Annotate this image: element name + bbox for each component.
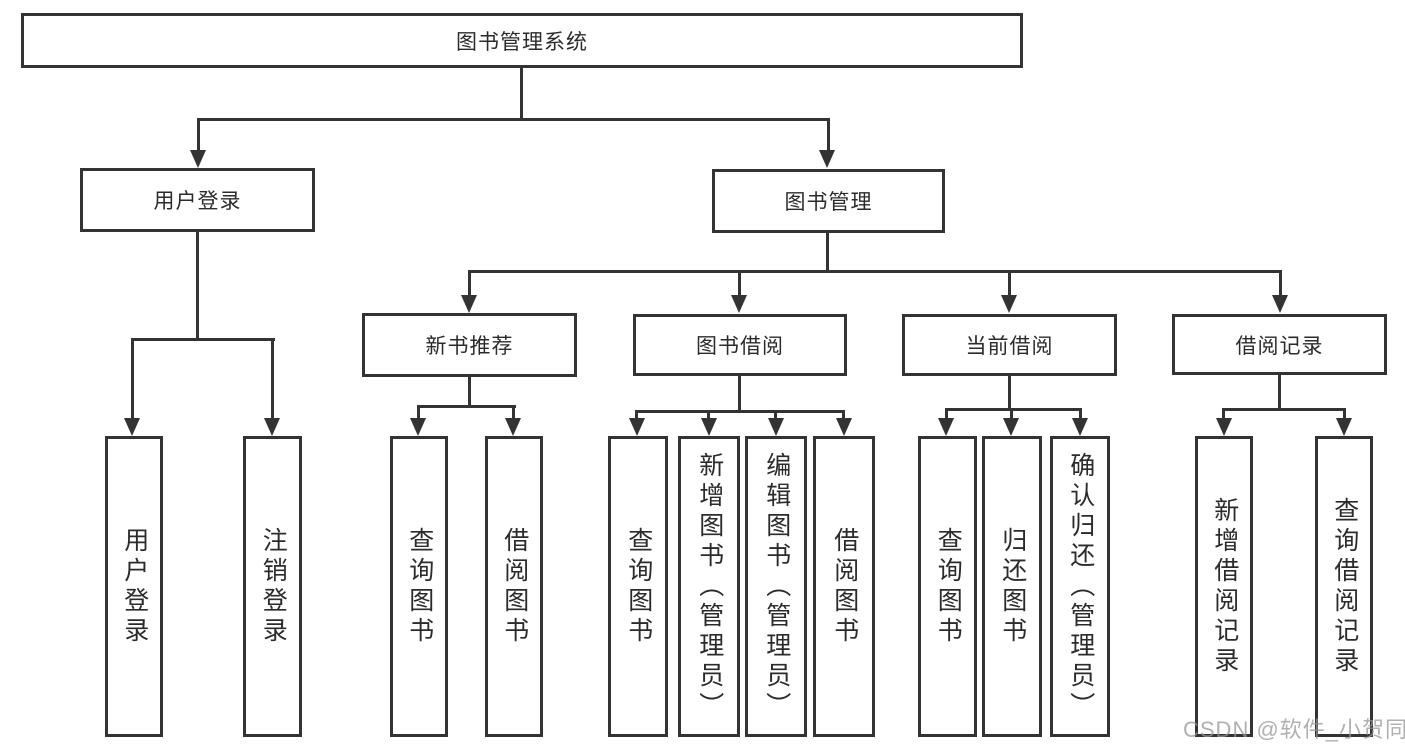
connector-stem-borrow-records: [1279, 270, 1282, 297]
connector-stem-leaf: [774, 410, 777, 420]
leaf-borrow-books-2: 借阅图书: [813, 436, 875, 737]
leaf-query-books-2-label: 查询图书: [624, 526, 653, 647]
node-new-books-label: 新书推荐: [425, 335, 514, 358]
connector-stem-leaf: [1222, 408, 1225, 420]
leaf-query-books-2: 查询图书: [608, 436, 668, 737]
node-book-mgmt: 图书管理: [712, 169, 945, 233]
leaf-query-borrow-record-label: 查询借阅记录: [1330, 496, 1359, 677]
connector-new-books-vertical: [468, 377, 471, 405]
connector-current-borrow-vertical: [1008, 376, 1011, 408]
arrow-down-icon: [1272, 295, 1288, 313]
connector-stem-leaf: [707, 410, 710, 420]
connector-stem-new-books: [468, 270, 471, 297]
arrow-down-icon: [1003, 418, 1019, 436]
arrow-down-icon: [819, 150, 835, 168]
connector-user-login-vertical: [196, 232, 199, 338]
leaf-add-books-admin: 新增图书（管理员）: [678, 436, 740, 737]
connector-borrow-records-vertical: [1278, 375, 1281, 408]
connector-stem-leaf: [635, 410, 638, 420]
leaf-user-login: 用户登录: [105, 436, 163, 737]
connector-book-mgmt-vertical: [826, 233, 829, 270]
node-book-borrow: 图书借阅: [633, 314, 847, 376]
arrow-down-icon: [410, 418, 426, 436]
leaf-query-books-1: 查询图书: [390, 436, 448, 737]
node-root-library-system: 图书管理系统: [21, 13, 1023, 68]
connector-stem-leaf: [417, 405, 420, 420]
node-current-borrow: 当前借阅: [902, 314, 1117, 376]
connector-new-books-horizontal: [417, 405, 516, 408]
leaf-borrow-books-1-label: 借阅图书: [500, 526, 529, 647]
leaf-confirm-return-admin-label: 确认归还（管理员）: [1066, 451, 1095, 722]
connector-book-borrow-horizontal: [635, 410, 845, 413]
arrow-down-icon: [461, 295, 477, 313]
arrow-down-icon: [1072, 418, 1088, 436]
node-book-mgmt-label: 图书管理: [784, 191, 873, 214]
leaf-confirm-return-admin: 确认归还（管理员）: [1050, 436, 1110, 737]
arrow-down-icon: [124, 418, 140, 436]
leaf-borrow-books-2-label: 借阅图书: [830, 526, 859, 647]
leaf-edit-books-admin: 编辑图书（管理员）: [745, 436, 807, 737]
arrow-down-icon: [505, 418, 521, 436]
leaf-return-books: 归还图书: [982, 436, 1042, 737]
connector-book-borrow-vertical: [738, 376, 741, 410]
connector-root-vertical: [520, 68, 523, 118]
leaf-query-books-3-label: 查询图书: [934, 526, 963, 647]
connector-stem-leaf: [945, 408, 948, 420]
connector-stem-current-borrow: [1008, 270, 1011, 297]
node-user-login-label: 用户登录: [153, 190, 242, 213]
connector-stem-leaf: [271, 338, 274, 420]
arrow-down-icon: [836, 418, 852, 436]
connector-root-horizontal: [197, 118, 830, 121]
leaf-add-borrow-record-label: 新增借阅记录: [1210, 496, 1239, 677]
node-borrow-records: 借阅记录: [1172, 314, 1387, 375]
leaf-query-books-3: 查询图书: [918, 436, 977, 737]
leaf-logout: 注销登录: [243, 436, 302, 737]
connector-borrow-records-horizontal: [1222, 408, 1346, 411]
node-user-login: 用户登录: [80, 168, 315, 232]
connector-stem-user-login: [197, 118, 200, 152]
leaf-query-borrow-record: 查询借阅记录: [1315, 436, 1373, 737]
connector-stem-book-mgmt: [827, 118, 830, 152]
arrow-down-icon: [1001, 295, 1017, 313]
leaf-user-login-label: 用户登录: [120, 526, 149, 647]
arrow-down-icon: [1216, 418, 1232, 436]
connector-stem-book-borrow: [738, 270, 741, 297]
leaf-edit-books-admin-label: 编辑图书（管理员）: [762, 451, 791, 722]
connector-current-borrow-horizontal: [945, 408, 1082, 411]
arrow-down-icon: [629, 418, 645, 436]
connector-book-mgmt-horizontal: [468, 270, 1282, 273]
csdn-watermark: CSDN @软件_小贺同学: [1183, 717, 1405, 742]
leaf-query-books-1-label: 查询图书: [405, 526, 434, 647]
node-current-borrow-label: 当前借阅: [965, 335, 1054, 358]
arrow-down-icon: [1336, 418, 1352, 436]
arrow-down-icon: [701, 418, 717, 436]
arrow-down-icon: [938, 418, 954, 436]
connector-stem-leaf: [131, 338, 134, 420]
connector-stem-leaf: [1010, 408, 1013, 420]
connector-stem-leaf: [1079, 408, 1082, 420]
connector-stem-leaf: [1343, 408, 1346, 420]
node-new-books: 新书推荐: [362, 313, 577, 377]
leaf-add-books-admin-label: 新增图书（管理员）: [695, 451, 724, 722]
leaf-return-books-label: 归还图书: [998, 526, 1027, 647]
arrow-down-icon: [190, 150, 206, 168]
arrow-down-icon: [768, 418, 784, 436]
leaf-logout-label: 注销登录: [259, 526, 288, 647]
arrow-down-icon: [264, 418, 280, 436]
leaf-borrow-books-1: 借阅图书: [485, 436, 543, 737]
node-root-label: 图书管理系统: [456, 30, 588, 54]
connector-stem-leaf: [842, 410, 845, 420]
connector-user-login-horizontal: [131, 338, 275, 341]
node-book-borrow-label: 图书借阅: [696, 335, 784, 358]
connector-stem-leaf: [512, 405, 515, 420]
node-borrow-records-label: 借阅记录: [1235, 334, 1324, 358]
leaf-add-borrow-record: 新增借阅记录: [1195, 436, 1253, 737]
arrow-down-icon: [731, 295, 747, 313]
